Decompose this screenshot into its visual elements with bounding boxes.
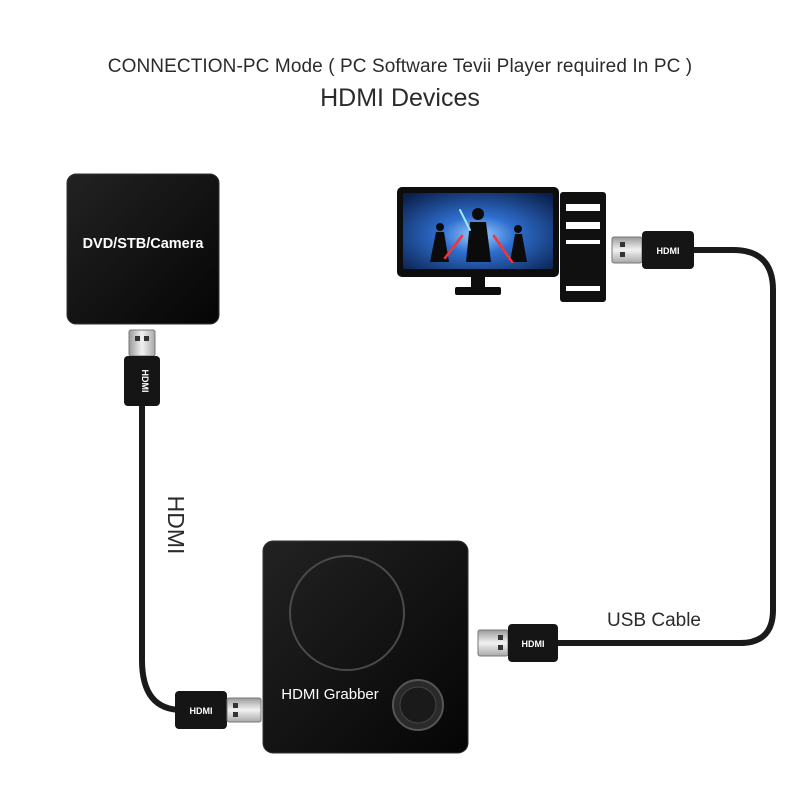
usb-cable <box>552 247 776 646</box>
pc-tower <box>560 192 606 302</box>
hdmi-cable <box>139 402 185 713</box>
grabber-left-hdmi-plug: HDMI <box>175 691 262 729</box>
grabber-right-hdmi-plug: HDMI <box>477 624 558 662</box>
right-cable-label: USB Cable <box>607 610 701 631</box>
grabber-right-plug-label: HDMI <box>522 639 545 649</box>
grabber-left-plug-label: HDMI <box>190 706 213 716</box>
left-cable-label: HDMI <box>163 496 189 555</box>
diagram-title: HDMI Devices <box>320 84 480 112</box>
source-plug-label: HDMI <box>140 370 150 393</box>
diagram-subtitle: CONNECTION-PC Mode ( PC Software Tevii P… <box>107 56 693 77</box>
source-device-label: DVD/STB/Camera <box>83 236 205 252</box>
source-hdmi-plug: HDMI <box>124 329 160 406</box>
grabber-dial <box>289 555 405 671</box>
pc-hdmi-plug: HDMI <box>611 231 694 269</box>
hdmi-grabber-device: HDMI Grabber <box>262 540 469 754</box>
source-device: DVD/STB/Camera <box>66 173 220 325</box>
grabber-label: HDMI Grabber <box>281 686 379 703</box>
desktop-pc-icon <box>397 187 606 302</box>
pc-plug-label: HDMI <box>657 246 680 256</box>
